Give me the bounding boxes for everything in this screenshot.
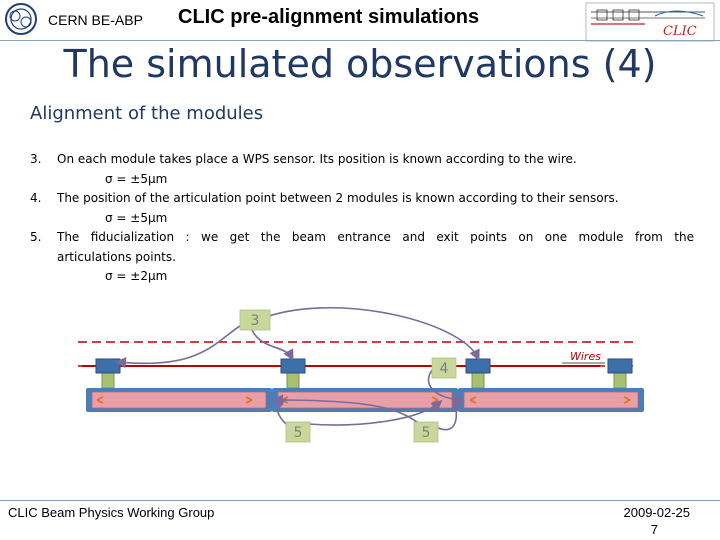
- svg-text:5: 5: [294, 425, 303, 441]
- support: [101, 371, 115, 389]
- module-alignment-diagram: 3 4 5 5 Wires: [78, 307, 644, 443]
- marker-3: 3: [239, 309, 271, 331]
- header-rule: [0, 40, 720, 41]
- footer-group: CLIC Beam Physics Working Group: [8, 505, 215, 520]
- clic-logo-text: CLIC: [663, 24, 697, 39]
- item-sigma: σ = ±2μm: [105, 269, 168, 283]
- arrow-5-to-joint: [307, 399, 443, 426]
- item-text: On each module takes place a WPS sensor.…: [57, 152, 577, 166]
- arrow-3-to-sensor: [257, 307, 480, 361]
- header-title: CLIC pre-alignment simulations: [178, 6, 480, 28]
- item-sigma: σ = ±5μm: [105, 171, 168, 186]
- module-body: [463, 391, 639, 409]
- support: [613, 371, 627, 389]
- articulation-point: [623, 396, 631, 404]
- marker-5: 5: [285, 421, 311, 443]
- slide-title: The simulated observations (4): [63, 42, 657, 86]
- wires-label: Wires: [570, 350, 601, 363]
- list-item: 5. The fiducialization : we get the beam…: [30, 228, 694, 287]
- item-number: 3.: [30, 152, 42, 166]
- arrow-5-to-joint: [271, 394, 421, 425]
- articulation-point: [245, 396, 253, 404]
- svg-text:3: 3: [251, 313, 260, 329]
- svg-text:4: 4: [440, 361, 449, 377]
- footer-rule: [0, 500, 720, 501]
- item-number: 4.: [30, 191, 42, 205]
- page-number: 7: [650, 522, 658, 537]
- module-body: [91, 391, 267, 409]
- organization-label: CERN BE-ABP: [48, 12, 143, 28]
- wps-sensor: [607, 358, 633, 374]
- marker-5: 5: [413, 421, 439, 443]
- list-item: 4. The position of the articulation poin…: [30, 189, 694, 228]
- item-text: The position of the articulation point b…: [57, 191, 619, 205]
- item-text-continued: articulations points.: [57, 249, 176, 264]
- arrow-3-to-sensor: [251, 329, 294, 361]
- wps-sensor: [95, 358, 121, 374]
- arrow-3-to-sensor: [114, 321, 247, 369]
- articulation-point: [469, 396, 477, 404]
- observation-list: 3. On each module takes place a WPS sens…: [30, 150, 694, 287]
- footer-date: 2009-02-25: [623, 505, 691, 520]
- support: [471, 371, 485, 389]
- list-item: 3. On each module takes place a WPS sens…: [30, 150, 694, 189]
- support: [286, 371, 300, 389]
- item-text: The fiducialization : we get the beam en…: [57, 230, 694, 244]
- section-heading: Alignment of the modules: [30, 103, 264, 124]
- item-sigma: σ = ±5μm: [105, 210, 168, 225]
- svg-text:5: 5: [422, 425, 431, 441]
- item-number: 5.: [30, 230, 42, 244]
- articulation-point: [96, 396, 104, 404]
- clic-logo: CLIC: [585, 2, 715, 42]
- wps-sensor: [280, 358, 306, 374]
- marker-4: 4: [431, 357, 457, 379]
- wps-sensor: [465, 358, 491, 374]
- arrow-5-to-joint: [433, 399, 463, 431]
- cern-logo: [5, 3, 37, 35]
